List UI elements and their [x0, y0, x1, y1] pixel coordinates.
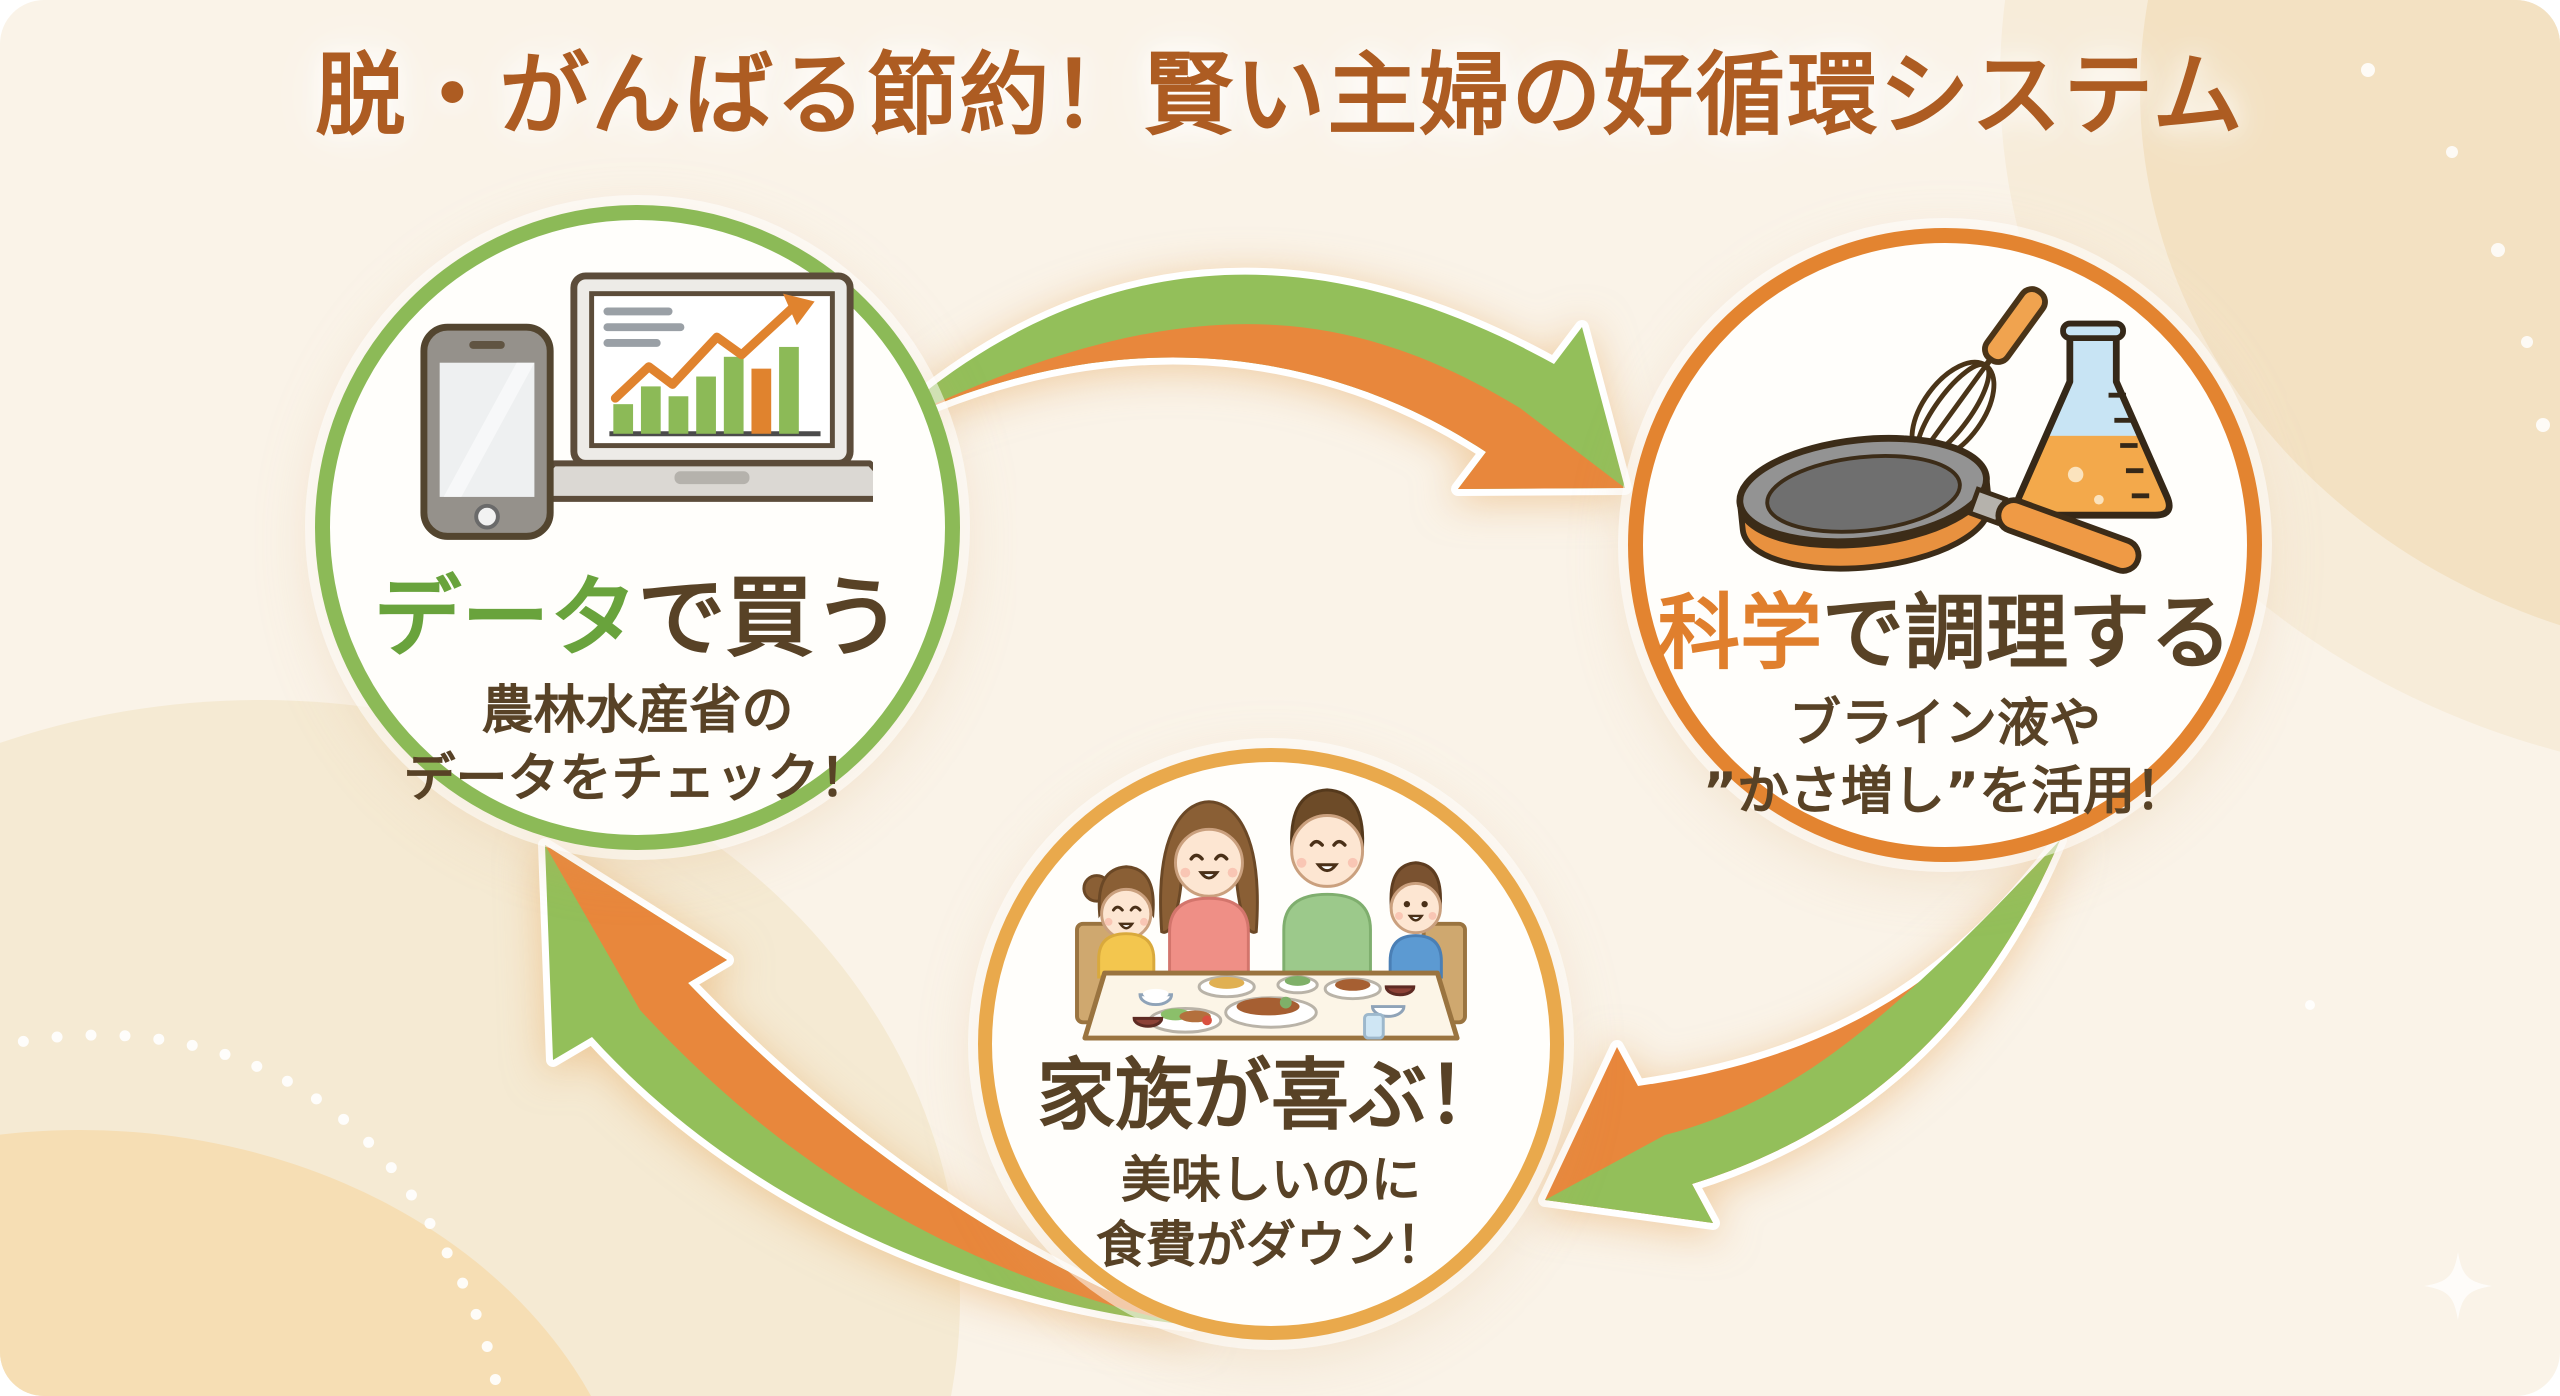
step2-heading-rest: で調理する [1822, 586, 2233, 681]
step1-heading-accent: データ [373, 566, 638, 669]
step2-circle-cook-with-science: 科学で調理する ブライン液や ”かさ増し”を活用！ [1628, 228, 2262, 862]
bar-chart [608, 346, 821, 437]
screen-text-lines [602, 307, 684, 347]
step1-subtext: 農林水産省の データをチェック！ [403, 678, 871, 813]
flask-ticks [2108, 392, 2150, 499]
flask-icon [2013, 320, 2173, 519]
sparkle-icon [2424, 1252, 2492, 1320]
step3-subtext: 美味しいのに 食費がダウン！ [1096, 1148, 1446, 1278]
frying-pan-icon [1736, 434, 2142, 574]
son [1388, 861, 1443, 979]
family-dinner-icon [1075, 788, 1467, 1041]
step3-heading: 家族が喜ぶ！ [1036, 1051, 1505, 1141]
smartphone-laptop-chart-icon [419, 272, 873, 540]
laptop-icon [525, 272, 873, 502]
step1-circle-buy-with-data: データで買う 農林水産省の データをチェック！ [315, 205, 960, 850]
arrow-step2-to-step3 [1538, 833, 2067, 1230]
step1-heading: データで買う [373, 571, 901, 664]
step1-heading-rest: で買う [637, 566, 902, 669]
daughter [1082, 865, 1156, 979]
trend-arrow [610, 293, 815, 403]
step1-subtext-line1: 農林水産省の [481, 681, 794, 742]
step3-circle-family-happy: 家族が喜ぶ！ 美味しいのに 食費がダウン！ [978, 748, 1564, 1340]
arrow-step1-to-step2 [873, 267, 1632, 496]
pan-handle [1966, 486, 2142, 574]
dining-table [1082, 970, 1460, 1041]
mother [1159, 800, 1259, 979]
dotted-curve [0, 1029, 504, 1396]
step3-subtext-line2: 食費がダウン！ [1096, 1215, 1446, 1274]
frying-pan-whisk-flask-icon [1736, 286, 2173, 574]
page-title: 脱・がんばる節約！賢い主婦の好循環システム [315, 43, 2245, 148]
step2-subtext-line1: ブライン液や [1788, 694, 2101, 755]
step2-subtext: ブライン液や ”かさ増し”を活用！ [1703, 691, 2187, 826]
smartphone-icon [419, 323, 554, 540]
white-dots [2305, 63, 2550, 1010]
step2-subtext-line2: ”かさ増し”を活用！ [1702, 761, 2188, 822]
father [1282, 788, 1372, 979]
step2-heading: 科学で調理する [1658, 590, 2232, 677]
step2-heading-accent: 科学 [1657, 586, 1822, 681]
step3-subtext-line1: 美味しいのに [1121, 1150, 1421, 1209]
arrow-step3-to-step1 [538, 838, 1197, 1332]
table-food [1132, 975, 1416, 1040]
step1-subtext-line2: データをチェック！ [403, 748, 872, 809]
